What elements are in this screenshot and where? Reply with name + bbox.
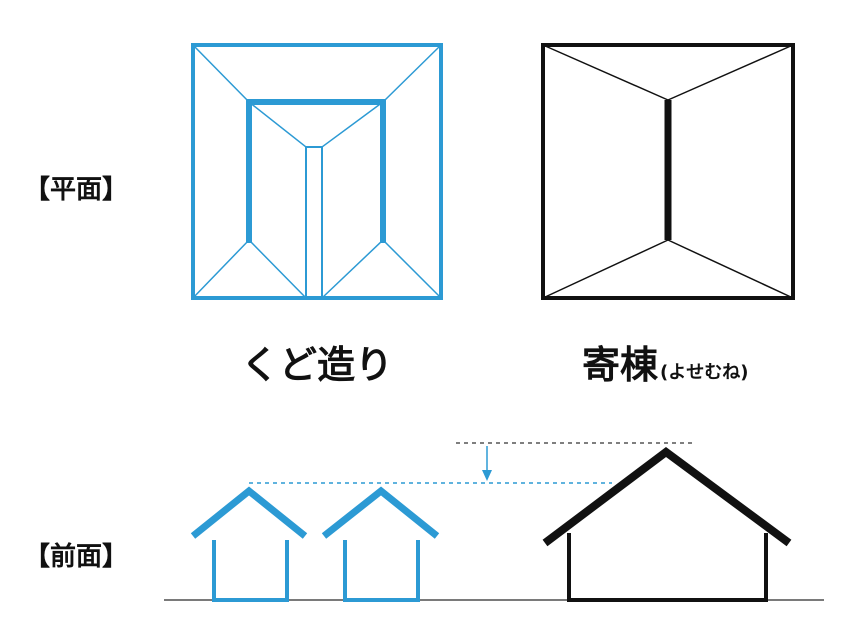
plan-view-label: 【平面】 <box>24 175 128 205</box>
yosemune-caption: 寄棟(よせむね) <box>582 343 748 387</box>
front-view-label: 【前面】 <box>24 541 128 572</box>
yosemune-plan-hips <box>542 44 794 299</box>
kudo-front-wall-right <box>343 540 420 602</box>
kudo-caption: くど造り <box>241 343 393 387</box>
kudo-front-wall-left <box>212 540 289 602</box>
kudo-plan-hips <box>191 43 443 300</box>
kudo-front <box>190 486 440 602</box>
kudo-front-roof-right <box>321 486 440 539</box>
kudo-plan-notch <box>305 146 323 299</box>
yosemune-front <box>542 447 792 602</box>
height-difference-arrow <box>482 446 492 481</box>
yosemune-plan-outline <box>541 43 795 300</box>
yosemune-caption-reading: (よせむね) <box>660 362 748 383</box>
kudo-front-house-left <box>190 486 308 602</box>
yosemune-front-wall <box>567 533 768 602</box>
kudo-plan <box>191 43 443 300</box>
kudo-front-house-right <box>321 486 440 602</box>
yosemune-caption-main: 寄棟 <box>582 343 659 387</box>
kudo-plan-ridge <box>246 99 386 243</box>
yosemune-front-roof <box>542 447 792 547</box>
yosemune-plan <box>541 43 795 300</box>
kudo-front-roof-left <box>190 486 308 539</box>
